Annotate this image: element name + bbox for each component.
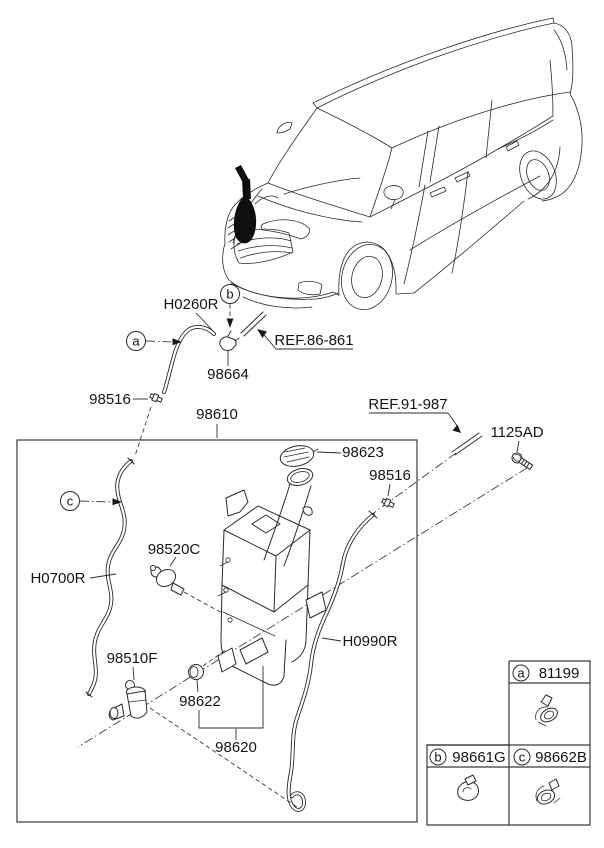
bolt-1125ad-icon — [511, 452, 534, 470]
legend-table: a 81199 b 98661G c 98662B — [426, 660, 591, 826]
legend-c-letter: c — [519, 750, 526, 765]
label-98520c: 98520C — [148, 541, 201, 558]
label-1125ad: 1125AD — [490, 424, 543, 441]
label-h0700r: H0700R — [30, 570, 85, 587]
label-98510f: 98510F — [107, 650, 158, 667]
fitting-98516-right — [381, 498, 395, 508]
reservoir-location-highlight — [233, 165, 279, 244]
tube-clip-icon-c — [535, 778, 561, 805]
legend-a-letter: a — [517, 666, 525, 681]
rear-hose-stripe-91-987 — [451, 432, 483, 456]
filler-neck — [263, 468, 314, 567]
ref-86-861-label: REF.86-861 — [257, 329, 354, 350]
fitting-98516-left — [149, 393, 163, 403]
washer-pump-98510f — [108, 680, 148, 721]
legend-a-part: 81199 — [539, 665, 580, 682]
ref-91-987-label: REF.91-987 — [368, 396, 461, 433]
legend-b-part: 98661G — [452, 749, 505, 766]
label-98623: 98623 — [342, 444, 384, 461]
label-h0260r: H0260R — [163, 296, 218, 313]
label-h0990r: H0990R — [342, 633, 397, 650]
label-98620: 98620 — [215, 739, 257, 756]
label-98610: 98610 — [196, 406, 238, 423]
legend-c-part: 98662B — [535, 749, 587, 766]
label-ref-91-987: REF.91-987 — [368, 396, 447, 413]
connector-98664 — [219, 330, 240, 351]
callout-a-letter: a — [132, 334, 140, 349]
callout-a: a — [126, 331, 182, 351]
hose-h0700r — [85, 457, 135, 698]
reservoir-tank — [217, 489, 327, 686]
cowl-hose-stripe-86-861 — [240, 311, 267, 337]
tube-clip-icon-b — [457, 774, 480, 801]
filler-cap-98623 — [279, 445, 319, 467]
label-98516-right: 98516 — [369, 467, 411, 484]
alignment-line-hose — [370, 452, 457, 516]
label-98622: 98622 — [179, 693, 221, 710]
label-ref-86-861: REF.86-861 — [274, 332, 353, 349]
diagram-main-box — [16, 439, 418, 823]
legend-row-c: c 98662B — [513, 748, 587, 805]
callout-b-letter: b — [226, 287, 233, 302]
alignment-line-bolt — [77, 467, 528, 748]
label-98516-top: 98516 — [89, 391, 131, 408]
callout-c-letter: c — [67, 494, 74, 509]
tube-clip-icon-a — [535, 694, 558, 727]
reservoir-assembly-98610 — [217, 445, 327, 686]
legend-row-b: b 98661G — [429, 748, 506, 801]
callout-c: c — [60, 491, 122, 511]
legend-b-letter: b — [434, 750, 441, 765]
label-98664: 98664 — [207, 366, 249, 383]
callout-b: b — [220, 284, 240, 328]
washer-hose-h0260r — [162, 325, 216, 394]
bracket-98620 — [198, 666, 264, 729]
legend-row-a: a 81199 — [512, 664, 580, 727]
hose-h0990r — [286, 510, 378, 812]
vehicle-illustration — [222, 17, 583, 310]
washer-pump-98520c — [150, 565, 185, 596]
grommet-98622 — [188, 664, 204, 680]
